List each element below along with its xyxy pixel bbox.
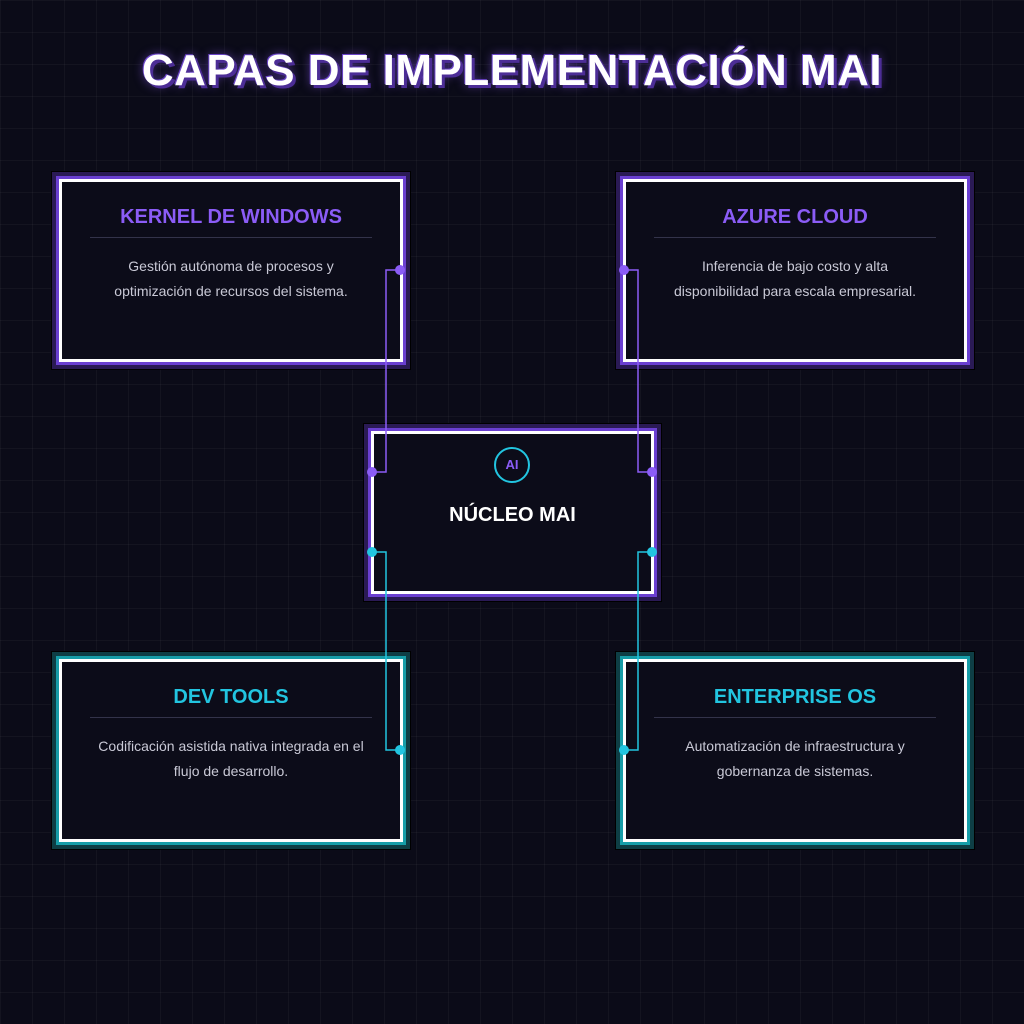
connector-node [619, 745, 629, 755]
layer-desc-line: Automatización de infraestructura y [685, 738, 905, 754]
connector-node [619, 265, 629, 275]
layer-title-azure: AZURE CLOUD [654, 206, 936, 238]
layer-title-kernel: KERNEL DE WINDOWS [90, 206, 372, 238]
layer-desc-line: gobernanza de sistemas. [716, 763, 874, 779]
layer-desc-line: Codificación asistida nativa integrada e… [98, 738, 364, 754]
connector-node [395, 265, 405, 275]
layer-desc-devtools: Codificación asistida nativa integrada e… [82, 734, 380, 784]
connector-node [395, 745, 405, 755]
layer-desc-enterprise: Automatización de infraestructura y gobe… [646, 734, 944, 784]
connector-node [367, 547, 377, 557]
layer-desc-azure: Inferencia de bajo costo y alta disponib… [646, 254, 944, 304]
ai-chip-icon: AI [494, 447, 530, 483]
layer-desc-line: disponibilidad para escala empresarial. [673, 283, 917, 299]
core-label: NÚCLEO MAI [449, 504, 576, 526]
connector-node [647, 467, 657, 477]
layer-title-enterprise: ENTERPRISE OS [654, 686, 936, 718]
core-box: AI NÚCLEO MAI [371, 431, 654, 594]
layer-box-enterprise: ENTERPRISE OS Automatización de infraest… [623, 659, 967, 842]
connector-azure-core [624, 269, 652, 473]
connector-node [367, 467, 377, 477]
connector-kernel-core [372, 269, 400, 473]
connector-node [647, 547, 657, 557]
layer-desc-kernel: Gestión autónoma de procesos y optimizac… [82, 254, 380, 304]
layer-box-kernel: KERNEL DE WINDOWS Gestión autónoma de pr… [59, 179, 403, 362]
layer-desc-line: Gestión autónoma de procesos y [128, 258, 334, 274]
layer-title-devtools: DEV TOOLS [90, 686, 372, 718]
layer-desc-line: Inferencia de bajo costo y alta [701, 258, 888, 274]
layer-desc-line: flujo de desarrollo. [173, 763, 289, 779]
diagram-title: CAPAS DE IMPLEMENTACIÓN MAI [141, 46, 883, 95]
layer-box-devtools: DEV TOOLS Codificación asistida nativa i… [59, 659, 403, 842]
layer-box-azure: AZURE CLOUD Inferencia de bajo costo y a… [623, 179, 967, 362]
layer-desc-line: optimización de recursos del sistema. [114, 283, 348, 299]
connector-devtools-core [372, 551, 400, 751]
connector-enterprise-core [624, 551, 652, 751]
